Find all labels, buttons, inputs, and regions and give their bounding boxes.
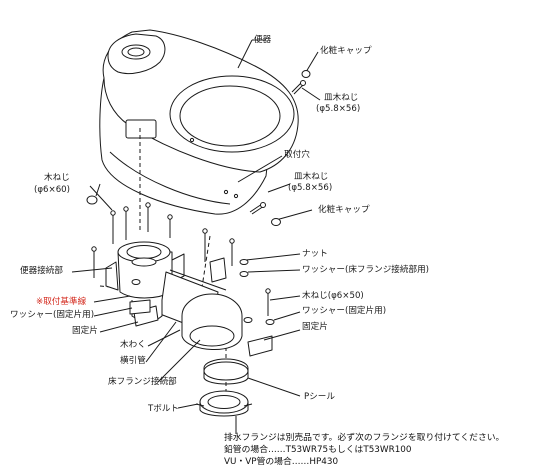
label-decorative-cap-bottom: 化粧キャップ bbox=[318, 205, 370, 215]
wood-screws bbox=[91, 202, 271, 316]
note-line-3: VU・VP管の場合……HP430 bbox=[224, 457, 339, 467]
label-mounting-reference-line: ※取付基準線 bbox=[36, 297, 87, 307]
toilet-body bbox=[99, 29, 299, 215]
label-toilet-connection: 便器接続部 bbox=[20, 266, 63, 276]
label-floor-flange-connection: 床フランジ接続部 bbox=[108, 377, 177, 387]
label-fixing-piece-right: 固定片 bbox=[302, 322, 328, 332]
wood-frame-right bbox=[247, 335, 273, 357]
label-flat-screw-top: 皿木ねじ bbox=[324, 93, 359, 103]
label-wood-screw-left-size: (φ6×60) bbox=[34, 185, 70, 195]
label-washer-fixing-left: ワッシャー(固定片用) bbox=[10, 310, 95, 320]
label-flat-screw-bottom-size: (φ5.8×56) bbox=[288, 183, 333, 193]
note-line-2: 鉛管の場合……T53WR75もしくはT53WR100 bbox=[224, 445, 412, 455]
drain-flange bbox=[195, 390, 253, 417]
label-nut: ナット bbox=[302, 249, 328, 259]
label-washer-fixing-right: ワッシャー(固定片用) bbox=[302, 306, 387, 316]
label-p-seal: Pシール bbox=[304, 392, 335, 402]
label-wood-screw-left: 木ねじ bbox=[44, 173, 70, 183]
label-wood-frame: 木わく bbox=[120, 340, 146, 350]
label-horizontal-pipe: 横引管 bbox=[120, 356, 146, 366]
label-flat-screw-bottom: 皿木ねじ bbox=[294, 172, 329, 182]
label-wood-screw-right: 木ねじ(φ6×50) bbox=[302, 291, 364, 301]
p-seal bbox=[203, 358, 249, 385]
label-decorative-cap-top: 化粧キャップ bbox=[320, 46, 372, 56]
adapter-assembly bbox=[105, 241, 243, 350]
label-t-bolt: Tボルト bbox=[148, 404, 180, 414]
label-fixing-piece-left: 固定片 bbox=[72, 326, 98, 336]
label-washer-floor-flange: ワッシャー(床フランジ接続部用) bbox=[302, 265, 430, 275]
fixing-piece-top bbox=[209, 257, 227, 283]
note-line-1: 排水フランジは別売品です。必ず次のフランジを取り付けてください。 bbox=[224, 433, 505, 443]
fixing-piece-left bbox=[129, 299, 151, 315]
washers bbox=[131, 259, 275, 325]
label-flat-screw-top-size: (φ5.8×56) bbox=[316, 104, 361, 114]
label-toilet-body: 便器 bbox=[254, 35, 272, 45]
label-mounting-hole: 取付穴 bbox=[284, 150, 310, 160]
